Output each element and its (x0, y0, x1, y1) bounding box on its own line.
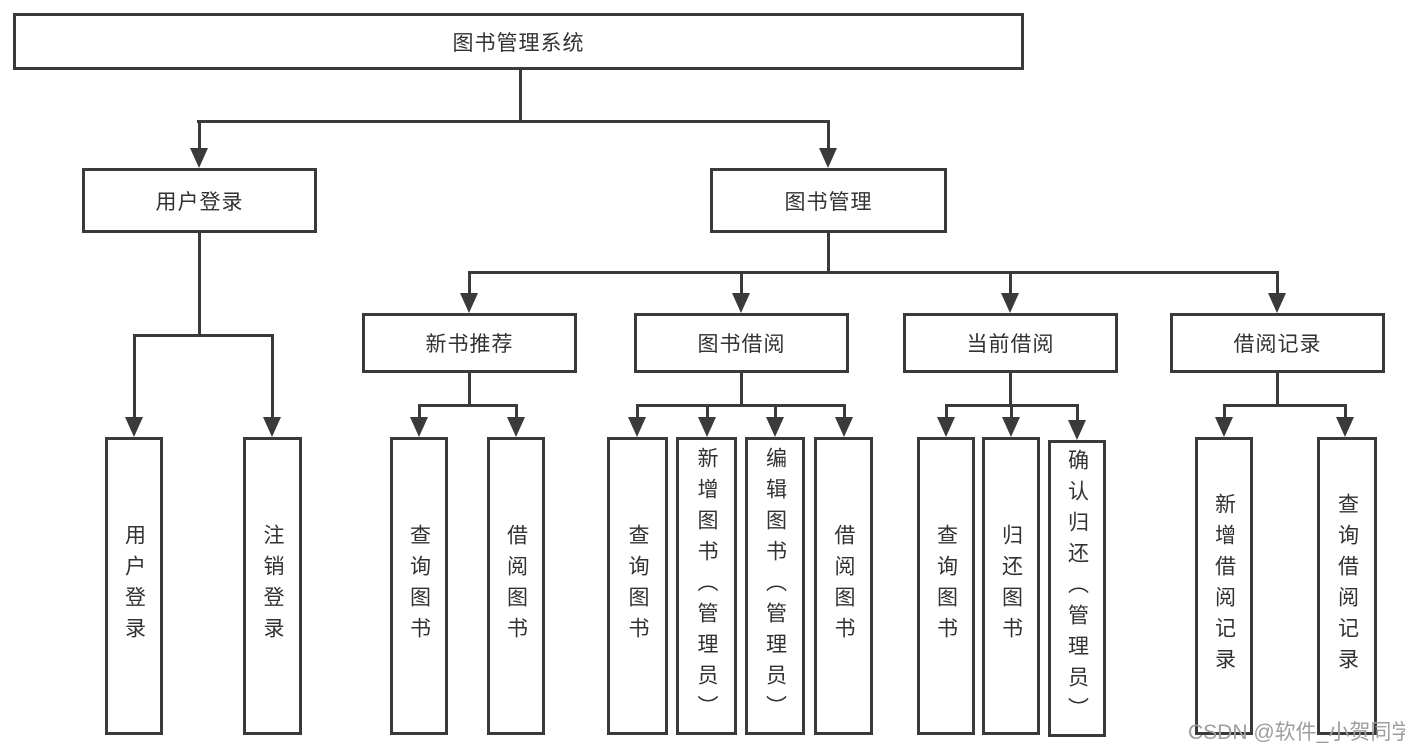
edge-module1-arrow-stem (468, 271, 471, 295)
edge-module3-stem (1009, 373, 1012, 406)
leaf-records-add: 新增借阅记录 (1195, 437, 1253, 735)
edge-module1-child1-stem (418, 404, 421, 419)
leaf-borrow-query: 查询图书 (607, 437, 668, 735)
node-new-book-recommend-label: 新书推荐 (425, 333, 514, 356)
leaf-current-confirm-admin-label: 确认归还（管理员） (1065, 449, 1089, 728)
leaf-logout-label: 注销登录 (261, 524, 284, 648)
leaf-borrow-query-label: 查询图书 (626, 524, 649, 648)
arrow-to-module2-child4 (835, 417, 853, 437)
leaf-newbook-borrow: 借阅图书 (487, 437, 545, 735)
edge-module4-hline (1223, 404, 1347, 407)
arrow-to-module1 (460, 293, 478, 313)
node-borrow-records: 借阅记录 (1170, 313, 1385, 373)
arrow-to-module3-child2 (1002, 417, 1020, 437)
node-root-label: 图书管理系统 (452, 31, 585, 55)
edge-module1-hline (418, 404, 517, 407)
leaf-borrow-add-admin: 新增图书（管理员） (676, 437, 737, 735)
leaf-current-query: 查询图书 (917, 437, 975, 735)
edge-login-hline (133, 334, 274, 337)
edge-module2-child1-stem (636, 404, 639, 419)
arrow-to-module4-child1 (1215, 417, 1233, 437)
edge-login-arrow-stem (198, 120, 201, 150)
leaf-current-return: 归还图书 (982, 437, 1040, 735)
arrow-to-module3 (1001, 293, 1019, 313)
leaf-newbook-query-label: 查询图书 (407, 524, 431, 648)
arrow-to-module4-child2 (1336, 417, 1354, 437)
edge-manage-arrow-stem (827, 120, 830, 150)
arrow-to-module2-child2 (698, 417, 716, 437)
node-new-book-recommend: 新书推荐 (362, 313, 577, 373)
edge-login-child2-stem (271, 334, 274, 419)
edge-module4-arrow-stem (1276, 271, 1279, 295)
edge-manage-stem (827, 233, 830, 274)
leaf-newbook-query: 查询图书 (390, 437, 448, 735)
arrow-to-module3-child1 (937, 417, 955, 437)
edge-root-stem (519, 70, 522, 122)
arrow-to-manage (819, 148, 837, 168)
arrow-to-module2 (732, 293, 750, 313)
leaf-current-query-label: 查询图书 (934, 524, 958, 648)
node-current-borrow: 当前借阅 (903, 313, 1118, 373)
arrow-to-module1-child2 (507, 417, 525, 437)
edge-module4-stem (1276, 373, 1279, 406)
edge-module1-child2-stem (515, 404, 518, 419)
leaf-borrow-edit-admin: 编辑图书（管理员） (745, 437, 805, 735)
edge-module2-stem (740, 373, 743, 406)
node-book-borrow-label: 图书借阅 (697, 333, 786, 356)
node-borrow-records-label: 借阅记录 (1233, 333, 1322, 356)
edge-login-child1-stem (133, 334, 136, 419)
edge-module4-child1-stem (1223, 404, 1226, 419)
arrow-to-module2-child1 (628, 417, 646, 437)
edge-module2-child2-stem (706, 404, 709, 419)
node-book-manage-label: 图书管理 (784, 190, 873, 214)
node-current-borrow-label: 当前借阅 (966, 333, 1055, 356)
edge-login-stem (198, 233, 201, 337)
edge-module3-arrow-stem (1009, 271, 1012, 295)
leaf-current-confirm-admin: 确认归还（管理员） (1048, 440, 1106, 737)
node-root: 图书管理系统 (13, 13, 1024, 70)
edge-module3-child3-stem (1076, 404, 1079, 422)
leaf-newbook-borrow-label: 借阅图书 (504, 524, 528, 648)
edge-level3-hline (468, 271, 1279, 274)
node-book-manage: 图书管理 (710, 168, 947, 233)
leaf-records-query: 查询借阅记录 (1317, 437, 1377, 735)
edge-module2-arrow-stem (740, 271, 743, 295)
leaf-borrow-add-admin-label: 新增图书（管理员） (695, 446, 718, 726)
leaf-user-login-label: 用户登录 (122, 524, 146, 648)
arrow-to-login-child1 (125, 417, 143, 437)
edge-module2-child3-stem (774, 404, 777, 419)
edge-module2-child4-stem (843, 404, 846, 419)
edge-module3-child1-stem (945, 404, 948, 419)
edge-module2-hline (636, 404, 845, 407)
arrow-to-module1-child1 (410, 417, 428, 437)
edge-module1-stem (468, 373, 471, 406)
leaf-borrow-borrow: 借阅图书 (814, 437, 873, 735)
node-book-borrow: 图书借阅 (634, 313, 849, 373)
leaf-borrow-edit-admin-label: 编辑图书（管理员） (763, 446, 787, 726)
arrow-to-module4 (1268, 293, 1286, 313)
leaf-borrow-borrow-label: 借阅图书 (832, 524, 855, 648)
leaf-logout: 注销登录 (243, 437, 302, 735)
node-user-login-label: 用户登录 (155, 190, 244, 214)
edge-module3-child2-stem (1010, 404, 1013, 419)
arrow-to-login (190, 148, 208, 168)
arrow-to-login-child2 (263, 417, 281, 437)
edge-level2-hline (197, 120, 830, 123)
arrow-to-module2-child3 (766, 417, 784, 437)
leaf-user-login: 用户登录 (105, 437, 163, 735)
node-user-login: 用户登录 (82, 168, 317, 233)
leaf-current-return-label: 归还图书 (999, 524, 1023, 648)
arrow-to-module3-child3 (1068, 420, 1086, 440)
csdn-watermark: CSDN @软件_小贺同学 (1188, 721, 1405, 744)
leaf-records-add-label: 新增借阅记录 (1212, 493, 1236, 679)
leaf-records-query-label: 查询借阅记录 (1335, 493, 1359, 679)
edge-module4-child2-stem (1344, 404, 1347, 419)
